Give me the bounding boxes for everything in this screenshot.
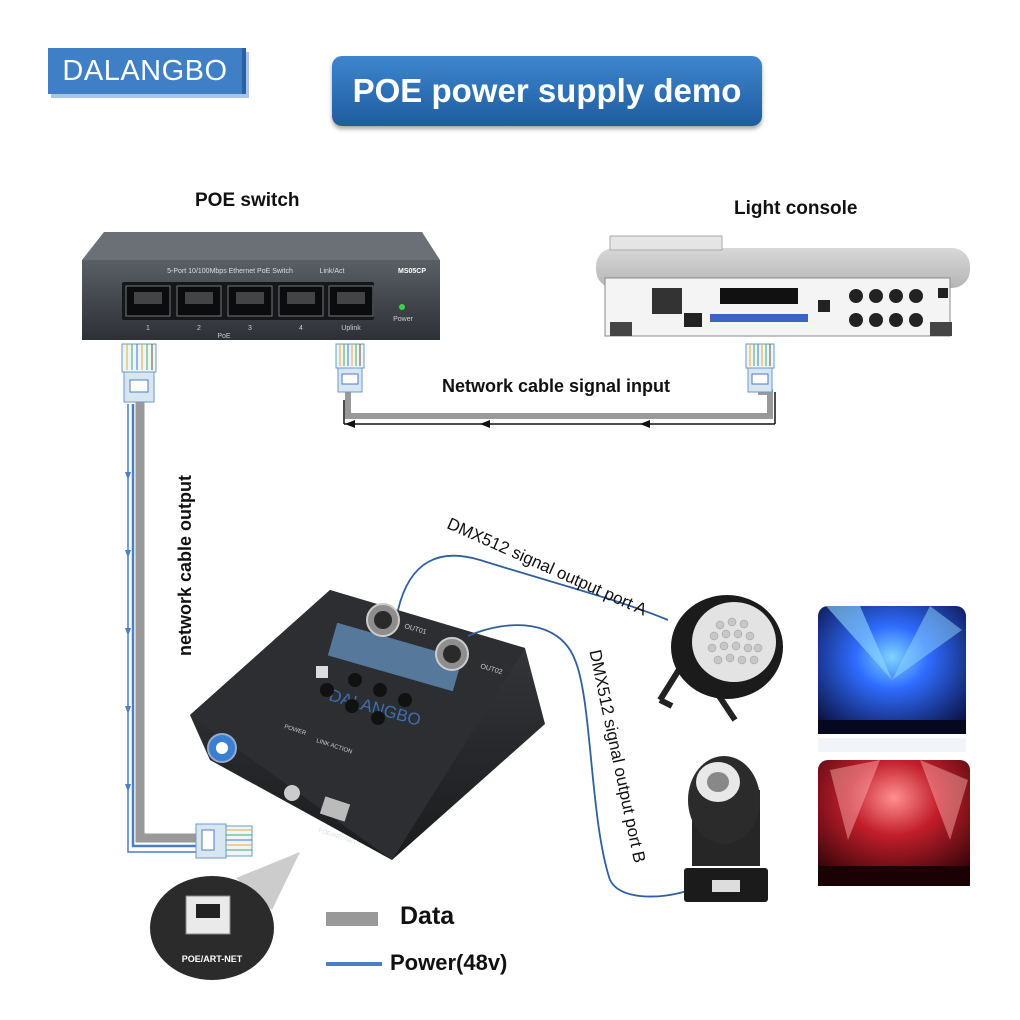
dmx-cable-a [397,554,669,621]
legend-data-swatch [326,912,378,926]
menu-button-icon [316,666,328,678]
switch-port-label-2: 2 [197,325,201,332]
dmx-cable-b [467,624,691,898]
poe-switch-label: POE switch [195,190,300,211]
node-buttons [316,666,412,725]
light-console-device [596,235,970,337]
moving-head-fixture [684,756,768,902]
switch-model-id: MS05CP [398,268,426,275]
signal-input-label: Network cable signal input [442,376,671,396]
switch-port-4 [278,285,324,317]
switch-model-text: 5-Port 10/100Mbps Ethernet PoE Switch [167,268,293,275]
switch-port-uplink [328,285,374,317]
status-indicator-icon [284,785,300,801]
switch-power-label: Power [393,316,414,323]
poe-switch-device: 5-Port 10/100Mbps Ethernet PoE Switch Li… [82,232,440,340]
port-zoom-callout: POE/ART-NET [150,852,300,980]
switch-port-label-3: 3 [248,325,252,332]
rj45-plug-uplink [335,343,365,393]
switch-uplink-label: Uplink [341,325,361,332]
dmx-node-device: DALANGBO OUT01 OUT02 POWER LINK ACTION P… [190,590,545,860]
cable-output-label: network cable output [175,474,195,656]
rj45-plug-node [195,823,253,859]
switch-port-label-1: 1 [146,325,150,332]
poe-output-cable [125,402,198,853]
node-rj45-port-icon [319,796,351,822]
red-stage-scene [818,760,970,886]
switch-port-1 [125,285,171,317]
legend-data-label: Data [400,902,455,930]
legend-power-label: Power(48v) [390,950,508,975]
switch-port-2 [176,285,222,317]
rj45-plug-console [745,343,775,393]
switch-poe-label: PoE [217,333,231,340]
lcd-display [327,622,463,692]
switch-port-label-4: 4 [299,325,303,332]
rj45-plug-port1 [121,343,157,403]
brand-logo: DALANGBO [48,48,246,94]
power-led-icon [399,304,405,310]
switch-port-3 [227,285,273,317]
console-xlr-ports [849,289,923,327]
light-console-label: Light console [734,198,858,219]
zoom-port-label: POE/ART-NET [182,954,243,964]
par-light-fixture [657,595,783,722]
signal-input-cable [343,389,776,428]
switch-linkact-text: Link/Act [320,268,345,275]
blue-stage-scene [818,606,966,752]
page-title: POE power supply demo [332,56,762,126]
